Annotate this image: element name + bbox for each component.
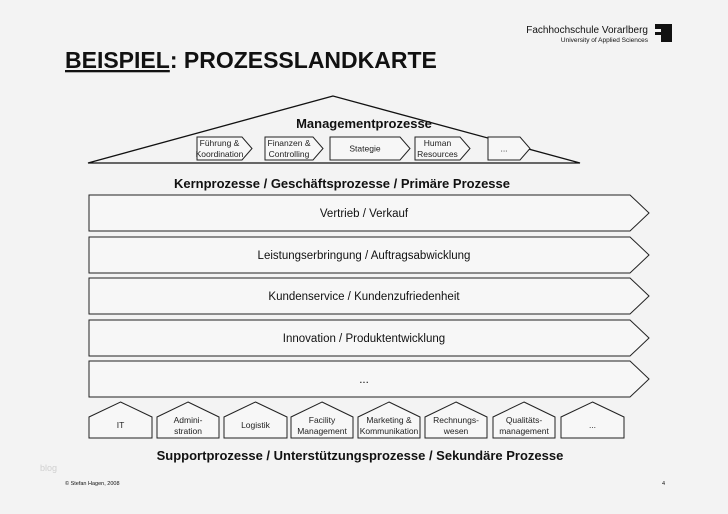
core-process-label: ... — [359, 374, 369, 386]
process-label-line1: Marketing & — [366, 415, 412, 425]
copyright: © Stefan Hagen, 2008 — [65, 480, 120, 487]
house-shape — [156, 401, 220, 439]
page-title: BEISPIEL: PROZESSLANDKARTE — [65, 47, 437, 73]
arrow-shape — [88, 194, 650, 232]
arrow-shape — [88, 277, 650, 315]
management-process[interactable]: ... — [487, 136, 531, 161]
arrow-shape — [88, 319, 650, 357]
process-label-line1: Human — [424, 138, 452, 148]
process-label-line1: Führung & — [200, 138, 240, 148]
core-process[interactable]: Innovation / Produktentwicklung — [88, 319, 650, 357]
chevron-shape — [264, 136, 324, 161]
process-label: ... — [589, 420, 596, 430]
management-roof — [87, 95, 581, 164]
process-label-line2: Koordination — [196, 149, 244, 159]
support-title: Supportprozesse / Unterstützungsprozesse… — [157, 448, 564, 463]
support-process[interactable]: Qualitäts-management — [492, 401, 556, 439]
institution-name: Fachhochschule Vorarlberg — [526, 25, 648, 36]
core-process-label: Vertrieb / Verkauf — [320, 208, 409, 220]
house-shape — [223, 401, 288, 439]
process-label-line1: Admini- — [174, 415, 203, 425]
chevron-shape — [487, 136, 531, 161]
house-shape — [424, 401, 488, 439]
process-label: ... — [500, 144, 507, 154]
core-title: Kernprozesse / Geschäftsprozesse / Primä… — [174, 176, 510, 191]
management-process[interactable]: Führung &Koordination — [196, 136, 253, 161]
core-process-label: Kundenservice / Kundenzufriedenheit — [268, 291, 460, 303]
process-label-line2: Controlling — [269, 149, 310, 159]
core-process-label: Innovation / Produktentwicklung — [283, 333, 445, 345]
house-shape — [492, 401, 556, 439]
management-title: Managementprozesse — [296, 116, 432, 131]
process-label-line2: Management — [297, 426, 347, 436]
process-label: IT — [117, 420, 125, 430]
support-process[interactable]: Rechnungs-wesen — [424, 401, 488, 439]
management-process[interactable]: Stategie — [329, 136, 411, 161]
house-shape — [357, 401, 421, 439]
support-process[interactable]: ... — [560, 401, 625, 439]
page-number: 4 — [662, 481, 665, 487]
process-label-line2: Resources — [417, 149, 458, 159]
support-process[interactable]: Logistik — [223, 401, 288, 439]
house-shape — [290, 401, 354, 439]
process-label-line2: management — [499, 426, 549, 436]
support-process[interactable]: Marketing &Kommunikation — [357, 401, 421, 439]
house-shape — [88, 401, 153, 439]
process-label: Logistik — [241, 420, 271, 430]
arrow-shape — [88, 360, 650, 398]
process-label-line1: Facility — [309, 415, 336, 425]
title-prefix: BEISPIEL — [65, 47, 170, 73]
process-label-line2: Kommunikation — [360, 426, 419, 436]
title-rest: : PROZESSLANDKARTE — [170, 47, 437, 73]
core-process-label: Leistungserbringung / Auftragsabwicklung — [258, 250, 471, 262]
core-process[interactable]: Vertrieb / Verkauf — [88, 194, 650, 232]
management-process[interactable]: Finanzen &Controlling — [264, 136, 324, 161]
watermark: blog — [40, 463, 57, 473]
support-process[interactable]: Admini-stration — [156, 401, 220, 439]
process-label: Stategie — [349, 144, 380, 154]
core-process[interactable]: ... — [88, 360, 650, 398]
process-label-line1: Finanzen & — [268, 138, 311, 148]
support-process[interactable]: IT — [88, 401, 153, 439]
chevron-shape — [196, 136, 253, 161]
process-label-line1: Rechnungs- — [433, 415, 479, 425]
core-process[interactable]: Leistungserbringung / Auftragsabwicklung — [88, 236, 650, 274]
institution-subtitle: University of Applied Sciences — [561, 37, 649, 44]
chevron-shape — [329, 136, 411, 161]
core-process[interactable]: Kundenservice / Kundenzufriedenheit — [88, 277, 650, 315]
process-label-line2: stration — [174, 426, 202, 436]
chevron-shape — [414, 136, 471, 161]
process-label-line1: Qualitäts- — [506, 415, 543, 425]
house-shape — [560, 401, 625, 439]
process-label-line2: wesen — [443, 426, 469, 436]
arrow-shape — [88, 236, 650, 274]
logo-icon — [655, 24, 672, 42]
